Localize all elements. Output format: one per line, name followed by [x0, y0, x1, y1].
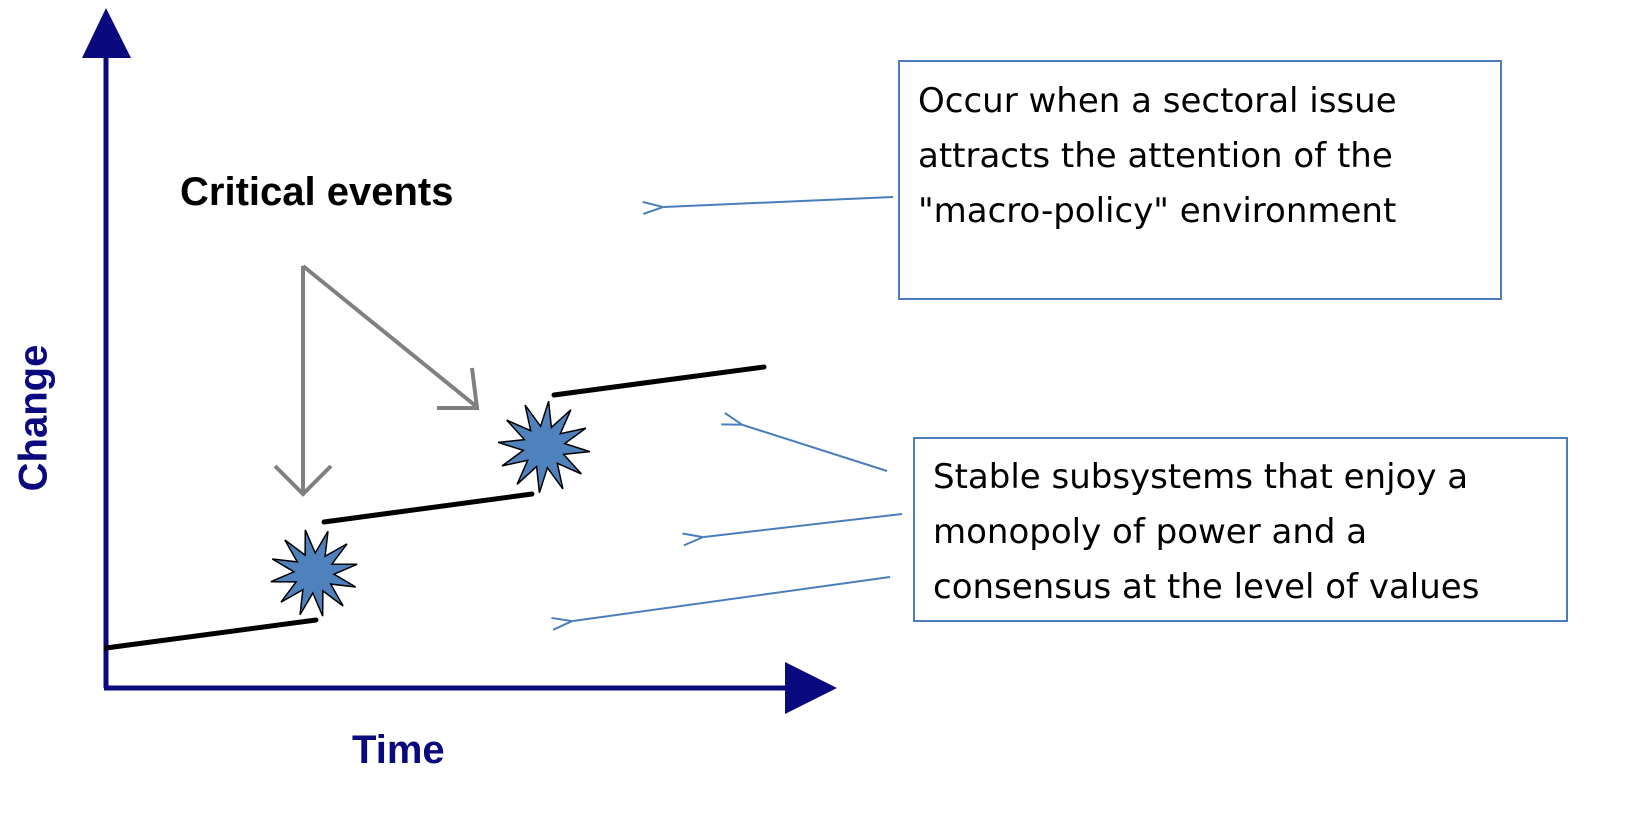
- step-segment-2: [321, 491, 535, 525]
- explosion-burst-icon: [270, 529, 358, 617]
- explosion-burst-icon: [497, 400, 591, 494]
- critical-events-title: Critical events: [180, 170, 454, 214]
- event-pointer-arrow-diagonal: [301, 264, 479, 409]
- step-segment-3: [551, 364, 767, 398]
- callout-text-line: Occur when a sectoral issue: [918, 81, 1397, 121]
- callout-arrow-stable-1: [743, 425, 888, 472]
- y-axis: [82, 8, 131, 688]
- x-axis-label: Time: [352, 728, 445, 772]
- step-segments: [103, 364, 767, 651]
- stable-subsystems-callout-box: Stable subsystems that enjoy a monopoly …: [913, 437, 1568, 622]
- callout-text-line: "macro-policy" environment: [918, 191, 1397, 231]
- callout-text-line: monopoly of power and a: [933, 512, 1368, 552]
- y-axis-arrowhead-icon: [82, 8, 131, 58]
- macro-policy-callout-box: Occur when a sectoral issue attracts the…: [898, 60, 1502, 300]
- callout-text-line: Stable subsystems that enjoy a: [933, 457, 1469, 497]
- callout-arrow-macro: [664, 196, 894, 207]
- x-axis-arrowhead-icon: [785, 662, 837, 714]
- event-pointer-arrows: [273, 264, 480, 497]
- y-axis-label: Change: [11, 344, 56, 492]
- callout-text-line: attracts the attention of the: [918, 136, 1393, 176]
- arrow-down-head-icon: [273, 464, 333, 497]
- callout-arrow-stable-2: [704, 513, 903, 537]
- arrow-diagonal-head-icon: [437, 367, 480, 410]
- x-axis: [104, 662, 837, 714]
- callout-text-line: consensus at the level of values: [933, 567, 1480, 607]
- callout-arrow-stable-3: [573, 576, 891, 621]
- step-segment-1: [103, 617, 319, 651]
- callout-arrows: [573, 196, 903, 621]
